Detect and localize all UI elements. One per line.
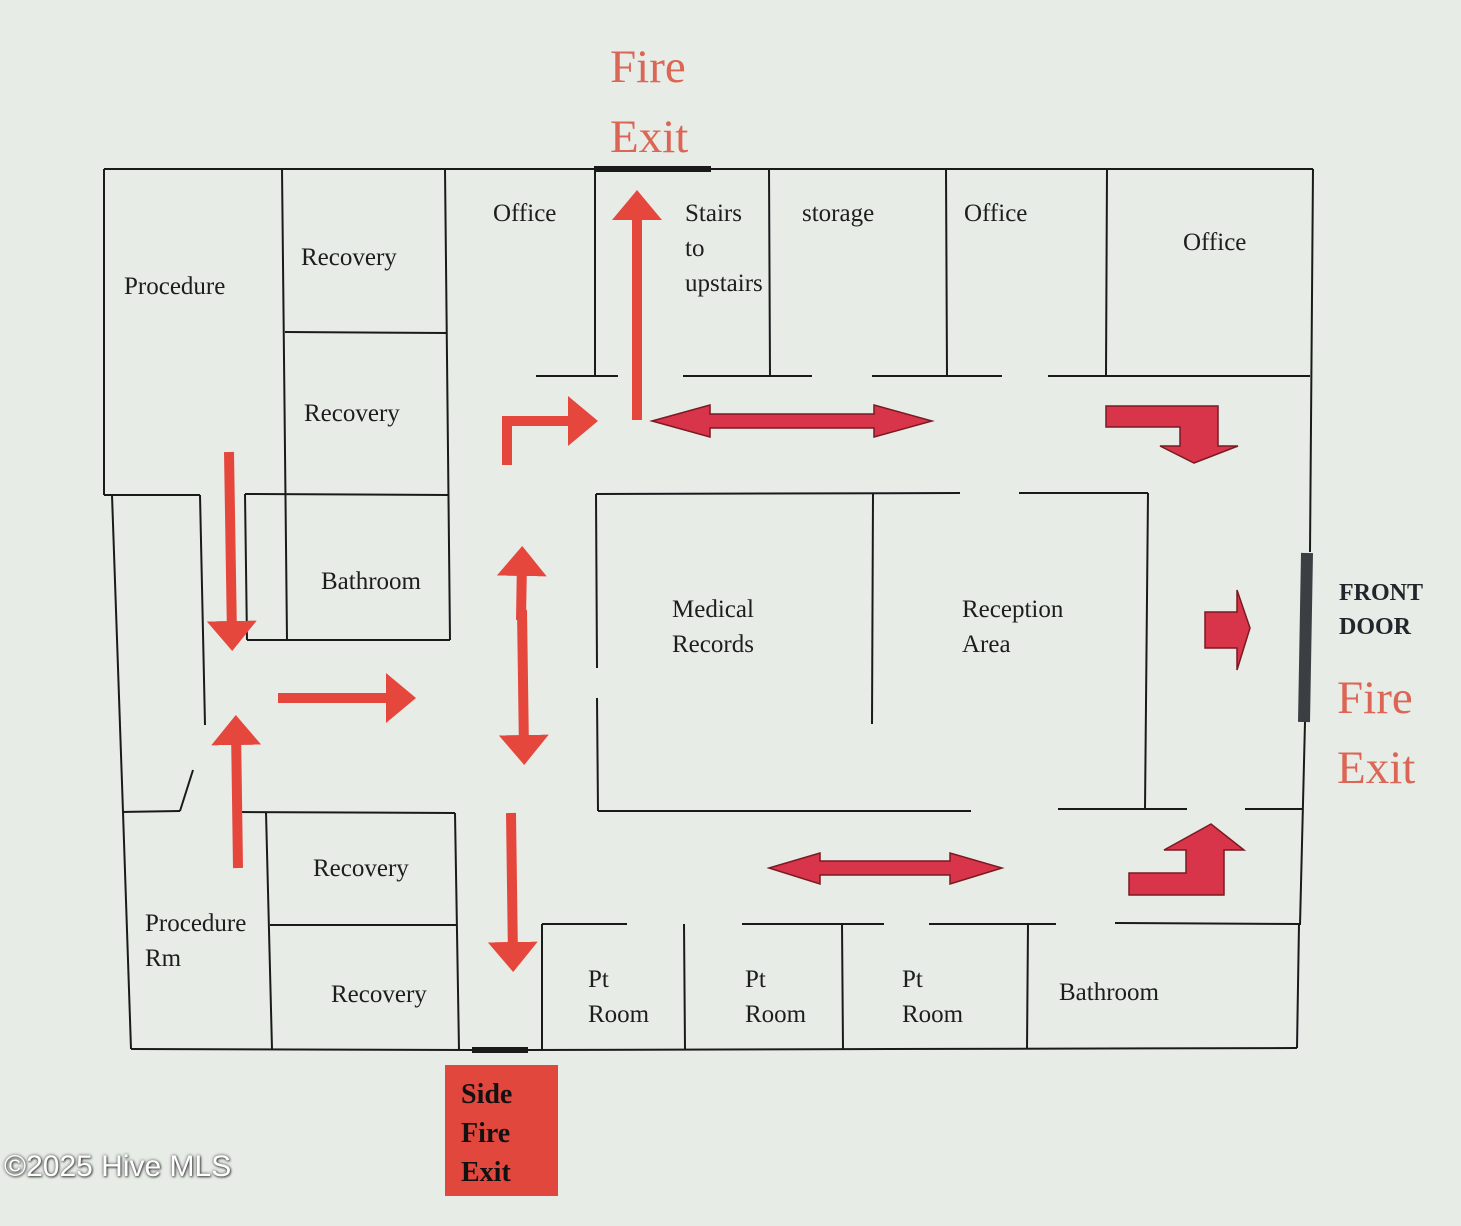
front-fire-exit-line-2: Exit — [1337, 742, 1416, 794]
wall-left-corridor-a — [199, 494, 206, 726]
wall-door-diag — [179, 769, 194, 812]
room-procedure-rm-line-2: Rm — [145, 945, 182, 972]
room-pt-room-1: Pt Room — [588, 962, 649, 1032]
room-recovery-1: Recovery — [301, 244, 397, 271]
side-fire-exit-line-1: Side — [461, 1079, 513, 1110]
room-stairs-line-1: Stairs — [685, 200, 742, 227]
wall-pt1-pt2 — [683, 923, 686, 1050]
room-procedure-rm-line-1: Procedure — [145, 910, 247, 937]
room-stairs: Stairs to upstairs — [685, 196, 763, 301]
room-office-3: Office — [1183, 229, 1247, 256]
evacuation-arrows — [206, 190, 662, 972]
wall-records-reception — [871, 492, 874, 725]
room-pt-room-1-line-2: Room — [588, 1001, 650, 1028]
room-reception-area: Reception Area — [962, 592, 1063, 662]
double-arrow-top — [649, 404, 935, 438]
wall-ptroom-top-d — [1114, 922, 1300, 925]
front-door — [1298, 552, 1313, 723]
wall-procrm-left — [122, 811, 132, 1050]
outer-wall-bottom — [130, 1048, 473, 1051]
wall-procedure-right — [281, 168, 288, 641]
wall-pt2-pt3 — [841, 923, 844, 1050]
top-fire-exit-label: Fire Exit — [610, 32, 688, 172]
arrow-corridor-vertical-up — [496, 546, 547, 621]
wall-procrm-right — [265, 811, 273, 1050]
walls — [103, 168, 1314, 1051]
room-pt-room-3-line-1: Pt — [902, 966, 923, 993]
top-fire-exit-line-2: Exit — [610, 111, 689, 163]
arrow-corridor-down-to-side-exit — [487, 812, 538, 972]
room-pt-room-2-line-1: Pt — [745, 966, 766, 993]
top-fire-exit-line-1: Fire — [610, 41, 686, 93]
front-door-label-line-1: FRONT — [1339, 580, 1423, 606]
room-reception-area-line-2: Area — [962, 631, 1011, 658]
arrow-elbow-to-stairs — [502, 396, 598, 465]
arrow-left-corridor-down — [206, 451, 257, 651]
wall-recovery-right — [444, 168, 451, 641]
front-door-label: FRONT DOOR — [1339, 576, 1423, 644]
wall-bath-left — [244, 493, 248, 641]
side-fire-exit-line-2: Fire — [461, 1118, 511, 1149]
double-arrow-bottom — [766, 851, 1005, 886]
room-medical-records-line-1: Medical — [672, 596, 754, 623]
room-pt-room-3: Pt Room — [902, 962, 963, 1032]
wall-right-bottom — [1296, 923, 1300, 1049]
arrow-left-corridor-up — [211, 715, 262, 869]
room-recovery-3: Recovery — [313, 855, 409, 882]
wall-procrm-top — [122, 810, 181, 813]
room-office-1: Office — [493, 200, 557, 227]
elbow-arrow-top-right — [1105, 405, 1239, 464]
room-reception-area-line-1: Reception — [962, 596, 1064, 623]
wall-recovery-bath — [244, 493, 449, 496]
elbow-arrow-bottom-right — [1128, 823, 1247, 896]
outer-wall-bottom-right — [527, 1047, 1298, 1051]
room-pt-room-2: Pt Room — [745, 962, 806, 1032]
room-bathroom-left: Bathroom — [321, 568, 421, 595]
front-fire-exit-line-1: Fire — [1337, 672, 1413, 724]
block-arrows — [649, 404, 1251, 896]
outer-wall-right-lower — [1299, 721, 1306, 926]
wall-stairs-storage — [768, 168, 771, 377]
wall-pt3-bath — [1026, 923, 1029, 1050]
room-procedure: Procedure — [124, 273, 226, 300]
room-pt-room-1-line-1: Pt — [588, 966, 609, 993]
wall-left-inner — [111, 494, 124, 813]
watermark: ©2025 Hive MLS — [4, 1150, 232, 1183]
room-pt-room-2-line-2: Room — [745, 1001, 807, 1028]
wall-center-right — [1144, 492, 1149, 810]
wall-center-top — [595, 492, 961, 495]
wall-center-left-b — [596, 697, 599, 812]
room-medical-records-line-2: Records — [672, 631, 754, 658]
room-pt-room-3-line-2: Room — [902, 1001, 964, 1028]
wall-recovery-right-b — [454, 812, 460, 1051]
wall-recovery-3-top — [237, 811, 456, 814]
room-procedure-rm: Procedure Rm — [145, 906, 246, 976]
wall-storage-office — [945, 168, 948, 377]
room-bathroom-bottom: Bathroom — [1059, 979, 1159, 1006]
room-storage: storage — [802, 200, 875, 227]
side-fire-exit-line-3: Exit — [461, 1157, 511, 1188]
room-recovery-4: Recovery — [331, 981, 427, 1008]
wall-recovery-1-2 — [284, 331, 448, 334]
wall-center-left — [595, 493, 598, 669]
wall-office-office — [1105, 168, 1108, 377]
room-stairs-line-3: upstairs — [685, 270, 763, 297]
front-door-label-line-2: DOOR — [1339, 614, 1411, 640]
outer-wall-right — [1309, 168, 1314, 553]
front-fire-exit-label: Fire Exit — [1337, 663, 1415, 803]
arrow-to-front-door — [1204, 589, 1251, 671]
room-recovery-2: Recovery — [304, 400, 400, 427]
room-office-2: Office — [964, 200, 1028, 227]
room-stairs-line-2: to — [685, 235, 705, 262]
side-fire-exit-box: Side Fire Exit — [445, 1065, 558, 1196]
arrow-corridor-vertical-down — [498, 609, 549, 765]
room-medical-records: Medical Records — [672, 592, 754, 662]
